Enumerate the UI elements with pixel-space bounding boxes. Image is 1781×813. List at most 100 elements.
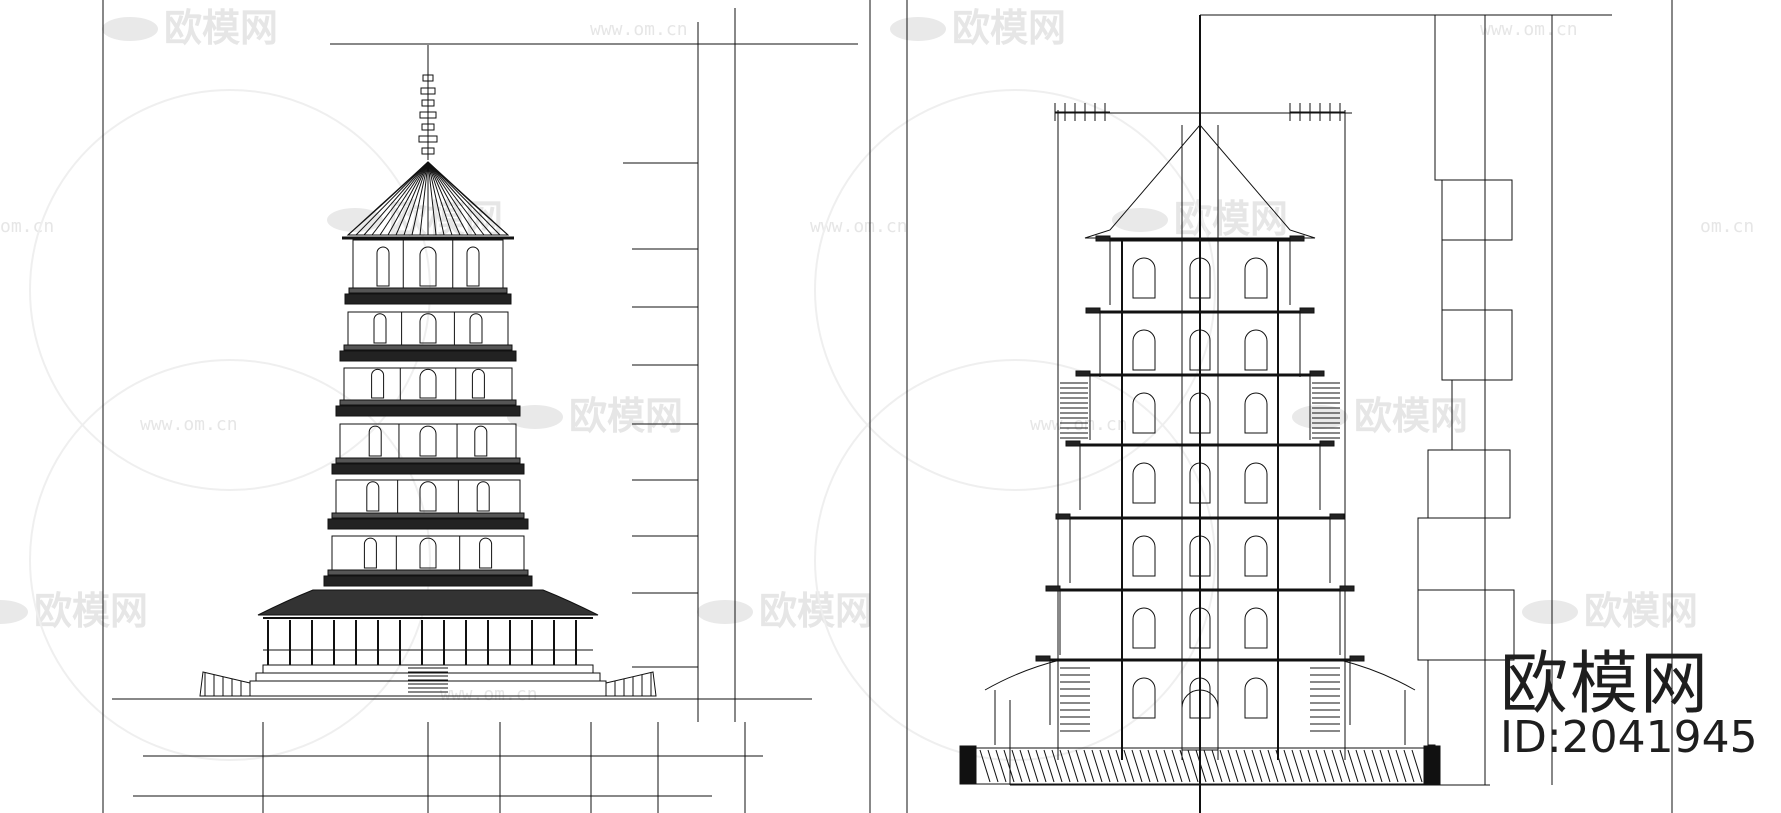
foundation-hatch <box>1299 749 1311 783</box>
watermark-logo-icon <box>697 600 753 624</box>
section-window <box>1189 392 1211 434</box>
tier-window <box>419 481 437 512</box>
foundation-hatch <box>1355 749 1367 783</box>
foundation-hatch <box>1371 749 1383 783</box>
tier-window <box>469 313 483 344</box>
roof-tile-line <box>403 161 429 236</box>
tier-bracket-band <box>343 344 513 351</box>
foundation-hatch <box>1203 749 1215 783</box>
tier-window <box>376 246 390 287</box>
watermark-brand-text: 欧模网 <box>1174 197 1288 241</box>
foundation-hatch <box>1387 749 1399 783</box>
watermark-logo-icon <box>1522 600 1578 624</box>
roof-tile-line <box>427 161 437 236</box>
foundation-hatch <box>995 749 1007 783</box>
roof-tile-line <box>427 161 477 236</box>
foundation-hatch <box>1099 749 1111 783</box>
foundation-hatch <box>1243 749 1255 783</box>
stepped-block <box>1427 449 1511 519</box>
finial-ring <box>421 123 435 131</box>
section-window <box>1244 257 1268 299</box>
eave-bracket-right <box>1339 585 1355 592</box>
tier-bracket-band <box>348 287 508 294</box>
pagoda-tier-1 <box>344 239 512 305</box>
watermark-logo-icon <box>890 17 946 41</box>
watermark-ring <box>814 89 1216 491</box>
foundation-hatch <box>979 749 991 783</box>
watermark-url-text: om.cn <box>0 216 54 237</box>
tier-bracket-band <box>327 569 529 576</box>
eave-bracket-right <box>1349 655 1365 662</box>
roof-tile-line <box>427 161 461 236</box>
eave-bracket-left <box>1085 307 1101 314</box>
foundation-footing-right <box>1423 745 1441 785</box>
foundation-hatch <box>1075 749 1087 783</box>
tier-window <box>419 368 437 399</box>
tier-window <box>373 313 387 344</box>
section-window <box>1132 392 1156 434</box>
eave-bracket-right <box>1329 513 1345 520</box>
foundation-hatch <box>1147 749 1159 783</box>
section-window <box>1189 607 1211 649</box>
foundation-hatch <box>1139 749 1151 783</box>
tier-eave-band <box>327 518 529 530</box>
section-window <box>1189 257 1211 299</box>
eave-bracket-right <box>1299 307 1315 314</box>
foundation-hatch <box>1131 749 1143 783</box>
watermark-url-text: www.om.cn <box>810 216 908 237</box>
base-pavilion <box>199 589 657 697</box>
section-window <box>1132 677 1156 719</box>
roof-tile-line <box>427 161 453 236</box>
section-window <box>1132 607 1156 649</box>
section-window <box>1244 535 1268 577</box>
watermark: 欧模网 <box>1112 197 1288 241</box>
pagoda-tier-3 <box>335 367 521 417</box>
foundation-hatch <box>1411 749 1423 783</box>
section-top-roof <box>1084 124 1316 239</box>
watermark-brand-text: 欧模网 <box>952 6 1066 50</box>
watermark-logo-icon <box>327 208 383 232</box>
foundation-hatch <box>1083 749 1095 783</box>
foundation-hatch <box>1315 749 1327 783</box>
watermark-url-text: om.cn <box>1700 216 1754 237</box>
foundation-hatch <box>1219 749 1231 783</box>
foundation-hatch <box>1251 749 1263 783</box>
foundation-hatch <box>1155 749 1167 783</box>
watermark-brand-text: 欧模网 <box>759 589 873 633</box>
eave-bracket-left <box>1045 585 1061 592</box>
foundation-hatch <box>1403 749 1415 783</box>
section-floor-4 <box>1065 440 1335 510</box>
foundation-hatch <box>1019 749 1031 783</box>
watermark: 欧模网 <box>102 6 278 50</box>
watermark-url-text: www.om.cn <box>440 684 538 705</box>
foundation-hatch <box>1115 749 1127 783</box>
foundation-hatch <box>1259 749 1271 783</box>
foundation-hatch <box>1363 749 1375 783</box>
tier-eave-band <box>339 350 517 362</box>
watermark-brand-text: 欧模网 <box>164 6 278 50</box>
section-window <box>1244 392 1268 434</box>
pagoda-tier-2 <box>339 311 517 362</box>
section-window <box>1132 257 1156 299</box>
tier-bracket-band <box>339 399 517 406</box>
tier-eave-band <box>335 405 521 417</box>
tier-eave-band <box>323 575 533 587</box>
pagoda-section-view <box>959 14 1612 813</box>
foundation-hatch <box>1227 749 1239 783</box>
foundation-hatch <box>1091 749 1103 783</box>
stepped-profile <box>1417 15 1553 785</box>
watermark-logo-icon <box>507 405 563 429</box>
section-window <box>1189 329 1211 371</box>
foundation-hatch <box>1179 749 1191 783</box>
section-window <box>1132 462 1156 504</box>
section-pavilion-roof <box>984 659 1416 691</box>
roof-tile-line <box>427 161 445 236</box>
foundation-hatch <box>1235 749 1247 783</box>
tier-eave-band <box>344 293 512 305</box>
finial-ring <box>418 135 438 143</box>
tier-window <box>474 425 488 457</box>
section-window <box>1132 329 1156 371</box>
tier-window <box>419 537 437 569</box>
tier-window <box>366 481 380 512</box>
